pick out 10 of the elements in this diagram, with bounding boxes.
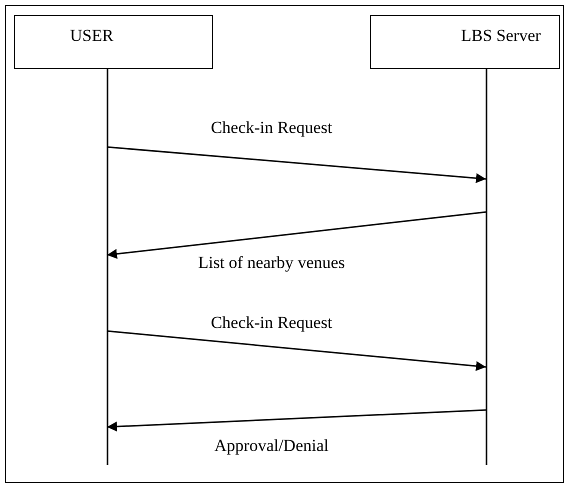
participant-name: LBS Server	[461, 26, 541, 46]
edge-label: Check-in Request	[208, 118, 334, 138]
participant-name: USER	[70, 26, 114, 46]
edge-label: Approval/Denial	[212, 436, 331, 456]
edge-label: Check-in Request	[208, 313, 334, 333]
message-arrow	[106, 409, 486, 432]
edge-label: List of nearby venues	[196, 253, 347, 273]
message-arrow	[106, 146, 486, 184]
message-arrow	[106, 330, 486, 372]
message-arrow	[106, 211, 486, 259]
